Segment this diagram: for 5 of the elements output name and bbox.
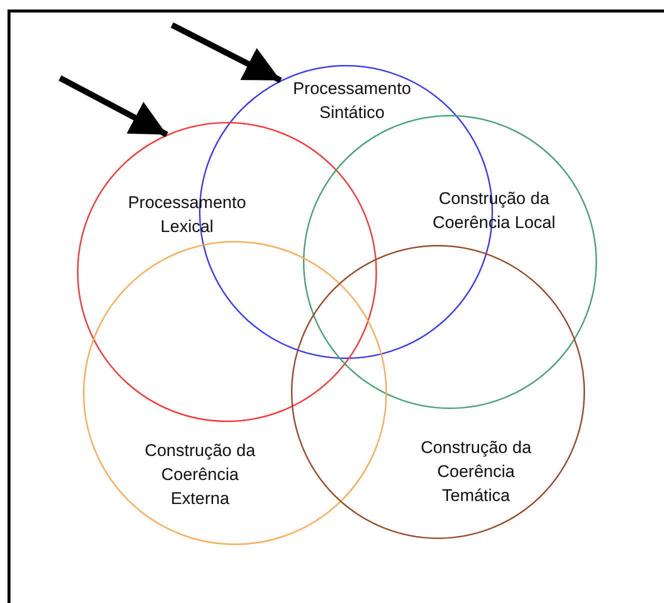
circle-label: Processamento Sintático	[292, 78, 412, 124]
circle-label: Construção da Coerência Temática	[420, 437, 532, 507]
arrow	[58, 75, 168, 138]
circle-label: Construção da Coerência Externa	[144, 440, 256, 510]
arrow	[170, 22, 282, 84]
